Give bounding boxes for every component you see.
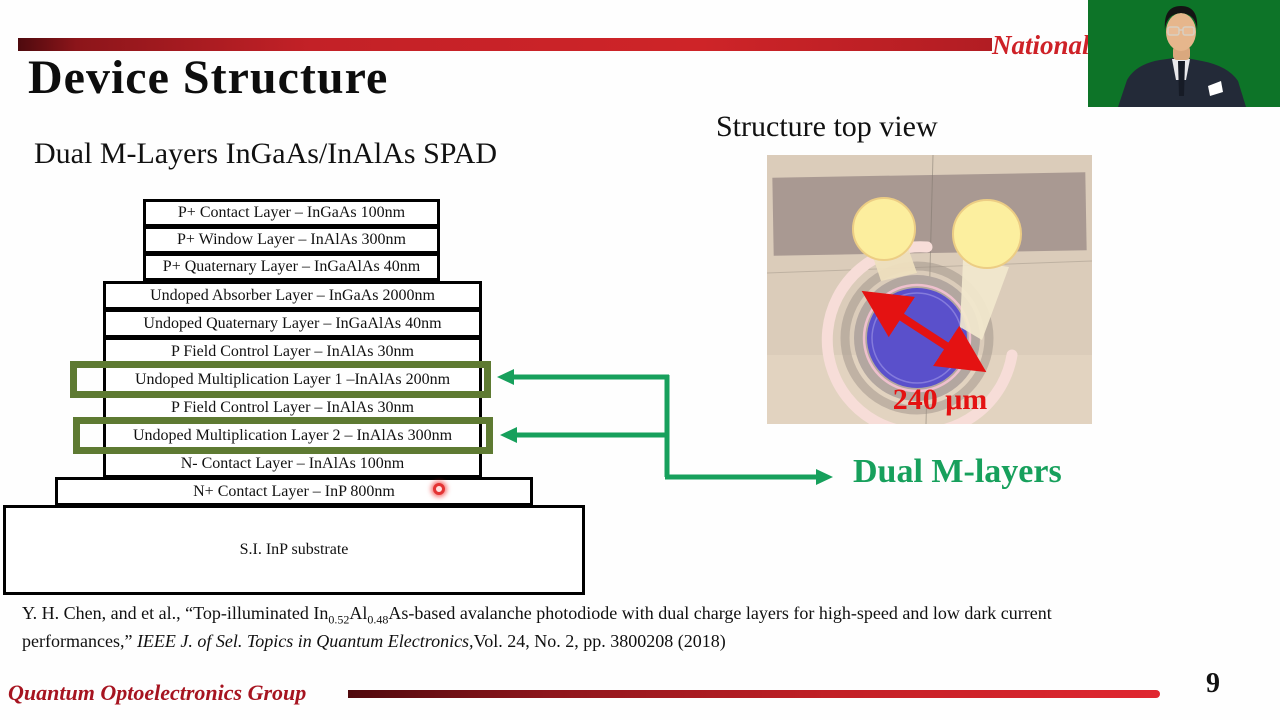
header-rule-bar [18, 38, 992, 51]
right-bond-pad [952, 199, 1022, 269]
citation-subscript: 0.52 [328, 612, 350, 627]
footer-group-name: Quantum Optoelectronics Group [8, 680, 307, 705]
device-layer-row: Undoped Quaternary Layer – InGaAlAs 40nm [103, 309, 482, 338]
presenter-glasses [1167, 26, 1195, 36]
laser-pointer-dot [433, 483, 445, 495]
presenter-tie [1178, 61, 1185, 96]
device-layer-row: P+ Quaternary Layer – InGaAlAs 40nm [143, 253, 440, 281]
arrowhead-left-icon [500, 427, 517, 443]
device-layer-row-multiplication-1: Undoped Multiplication Layer 1 –InAlAs 2… [103, 365, 482, 394]
citation-journal: IEEE J. of Sel. Topics in Quantum Electr… [136, 630, 474, 651]
outer-ring [840, 261, 994, 415]
device-layer-row: P+ Contact Layer – InGaAs 100nm [143, 199, 440, 227]
presenter-face [1166, 13, 1196, 51]
presenter-pocket-square [1208, 81, 1223, 96]
diameter-label: 240 μm [893, 383, 988, 416]
multiplication-layer-2-highlight [73, 417, 493, 454]
citation-part: As-based avalanche photodiode with dual … [22, 603, 1052, 651]
presenter-hair [1164, 6, 1198, 30]
ring-electrode-arc [821, 241, 1018, 424]
presenter-webcam [1088, 0, 1280, 107]
diameter-arrow [861, 290, 987, 373]
arrowhead-right-icon [816, 469, 833, 485]
device-subtitle: Dual M-Layers InGaAs/InAlAs SPAD [34, 137, 498, 170]
footer-rule-bar [348, 690, 1160, 698]
left-bond-pad [852, 197, 916, 261]
citation-part: Vol. 24, No. 2, pp. 3800208 (2018) [473, 630, 726, 651]
arrowhead-left-icon [497, 369, 514, 385]
dual-m-layers-label: Dual M-layers [853, 453, 1062, 490]
top-view-label: Structure top view [716, 110, 938, 143]
citation-part: Al [349, 603, 368, 623]
affiliation-text: National [992, 30, 1090, 60]
citation-text: Y. H. Chen, and et al., “Top-illuminated… [22, 601, 1054, 654]
multiplication-layer-1-highlight [70, 361, 491, 398]
page-title: Device Structure [28, 51, 389, 104]
page-number: 9 [1206, 668, 1220, 699]
device-top-view-photo: 240 μm [767, 155, 1092, 424]
citation-subscript: 0.48 [367, 612, 389, 627]
citation-part: Y. H. Chen, and et al., “Top-illuminated… [22, 603, 329, 623]
device-layer-row: Undoped Absorber Layer – InGaAs 2000nm [103, 281, 482, 310]
device-layer-row: N+ Contact Layer – InP 800nm [55, 477, 533, 506]
substrate-layer-row: S.I. InP substrate [3, 505, 585, 595]
device-layer-row: P+ Window Layer – InAlAs 300nm [143, 226, 440, 254]
